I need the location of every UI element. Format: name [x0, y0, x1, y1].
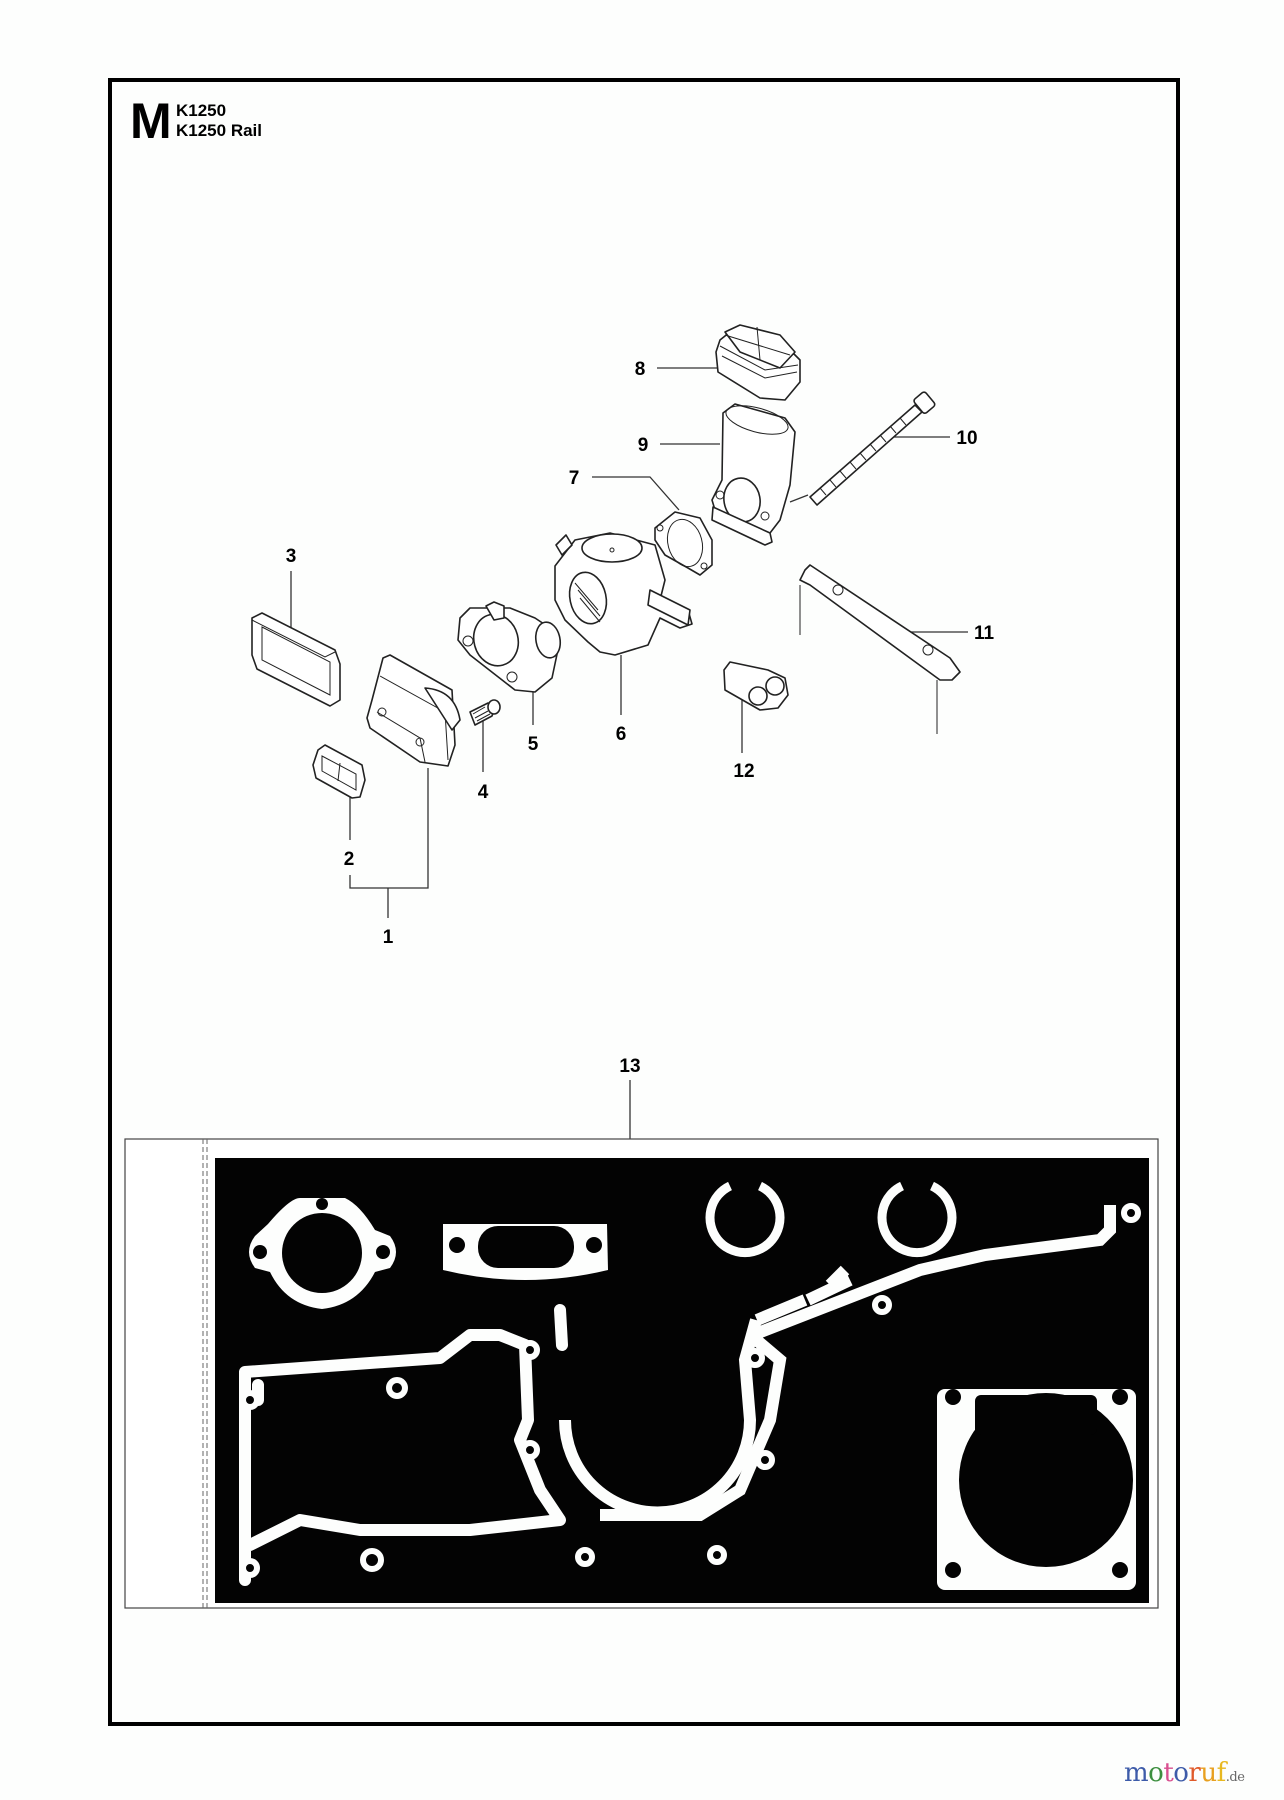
watermark-letter: t [1163, 1758, 1174, 1788]
callout-10: 10 [956, 428, 977, 449]
gasket-crankcase-ring [559, 1205, 1116, 1521]
gasket-crankcase-bolt-holes [240, 1203, 1141, 1578]
gasket-exhaust-flange [249, 1198, 396, 1309]
callout-3: 3 [286, 546, 297, 567]
part-1-valve-block [366, 654, 461, 767]
gasket-cylinder-base [937, 1389, 1136, 1590]
section-letter: M [130, 93, 172, 149]
callout-4: 4 [478, 782, 489, 803]
model-name-k1250: K1250 [176, 101, 227, 120]
callout-9: 9 [638, 435, 649, 456]
callout-2: 2 [344, 849, 355, 870]
watermark-letter: r [1188, 1758, 1201, 1788]
gasket-intake [443, 1224, 608, 1280]
part-8-intake-bellow [715, 324, 801, 401]
model-name-k1250-rail: K1250 Rail [176, 121, 262, 140]
gasket-kit-box [124, 1138, 1159, 1609]
callout-13: 13 [619, 1056, 640, 1077]
callout-7: 7 [569, 468, 580, 489]
callout-12: 12 [733, 761, 754, 782]
leader-lines [290, 367, 968, 1139]
callout-11: 11 [974, 623, 995, 644]
part-6-carburetor [554, 532, 693, 656]
part-10-long-bolt [789, 391, 936, 506]
page-frame [108, 78, 1180, 1726]
callout-1: 1 [383, 927, 394, 948]
gasket-ring-2 [877, 1181, 957, 1258]
watermark-letter: u [1200, 1758, 1217, 1788]
part-9-intake-manifold [711, 403, 796, 546]
watermark-letter: o [1173, 1758, 1189, 1788]
watermark-letter: m [1124, 1758, 1149, 1788]
watermark-suffix: .de [1225, 1770, 1245, 1785]
callout-5: 5 [528, 734, 539, 755]
part-4-screw [469, 699, 501, 726]
part-3-filter-seal [251, 612, 341, 707]
watermark-letter: o [1148, 1758, 1164, 1788]
part-12-coupling [723, 661, 789, 711]
callout-8: 8 [635, 359, 646, 380]
part-5-adapter [457, 601, 562, 693]
callout-6: 6 [616, 724, 627, 745]
watermark-logo: motoruf.de [1124, 1758, 1245, 1788]
part-7-carb-gasket [654, 511, 713, 576]
callout-labels: 1 2 3 4 5 6 7 8 9 10 11 12 13 [286, 359, 995, 1077]
gasket-ring-1 [705, 1181, 785, 1258]
part-11-rail [799, 564, 961, 734]
part-2-gasket [312, 744, 366, 799]
watermark-letter: f [1216, 1758, 1227, 1788]
